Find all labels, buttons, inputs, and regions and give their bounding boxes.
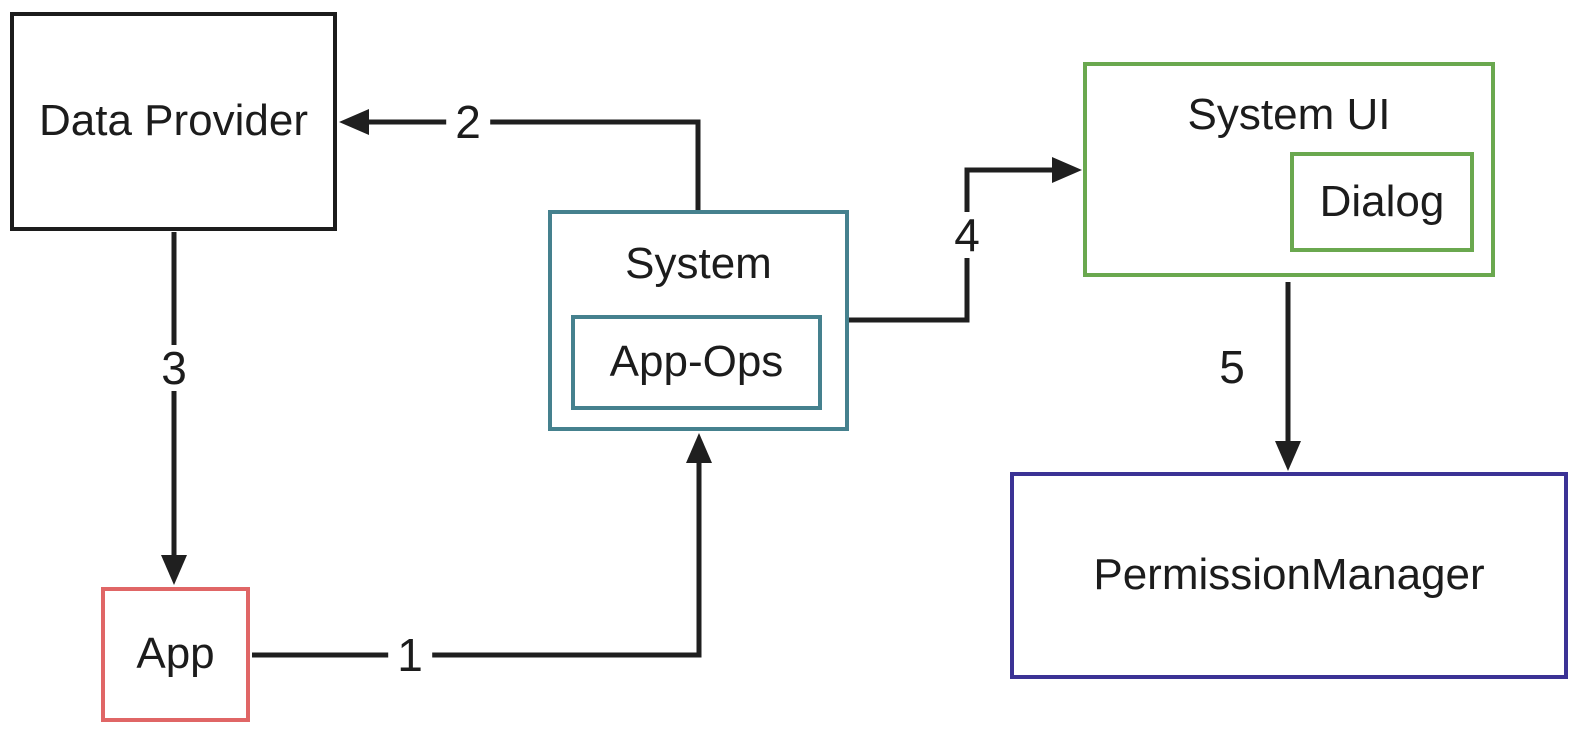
dialog-label: Dialog — [1319, 176, 1445, 226]
edge-5-arrowhead-down-icon — [1275, 441, 1301, 471]
edge-label-step-4: 4 — [945, 212, 989, 258]
permission-manager-node: PermissionManager — [1010, 472, 1568, 679]
edge-label-step-1: 1 — [388, 632, 432, 678]
system-ui-label: System UI — [1187, 90, 1391, 139]
edge-2-system-to-data-provider — [366, 119, 701, 212]
edge-4-arrowhead-right-icon — [1052, 157, 1082, 183]
edge-3-arrowhead-down-icon — [161, 555, 187, 585]
data-provider-node: Data Provider — [10, 12, 337, 231]
app-ops-label: App-Ops — [609, 337, 784, 387]
app-node: App — [101, 587, 250, 722]
permission-manager-label: PermissionManager — [1093, 550, 1485, 600]
edge-1-app-to-system — [252, 462, 702, 658]
app-ops-node: App-Ops — [571, 315, 822, 410]
edge-2-arrowhead-left-icon — [339, 109, 369, 135]
data-provider-label: Data Provider — [38, 96, 308, 146]
system-ui-node: System UI Dialog — [1083, 62, 1495, 277]
system-label: System — [625, 239, 772, 288]
system-node: System App-Ops — [548, 210, 849, 431]
edge-label-step-3: 3 — [152, 345, 196, 391]
app-label: App — [136, 629, 215, 679]
dialog-node: Dialog — [1290, 152, 1474, 252]
edge-label-step-2: 2 — [446, 99, 490, 145]
edge-label-step-5: 5 — [1210, 344, 1254, 390]
edge-1-arrowhead-up-icon — [686, 433, 712, 463]
